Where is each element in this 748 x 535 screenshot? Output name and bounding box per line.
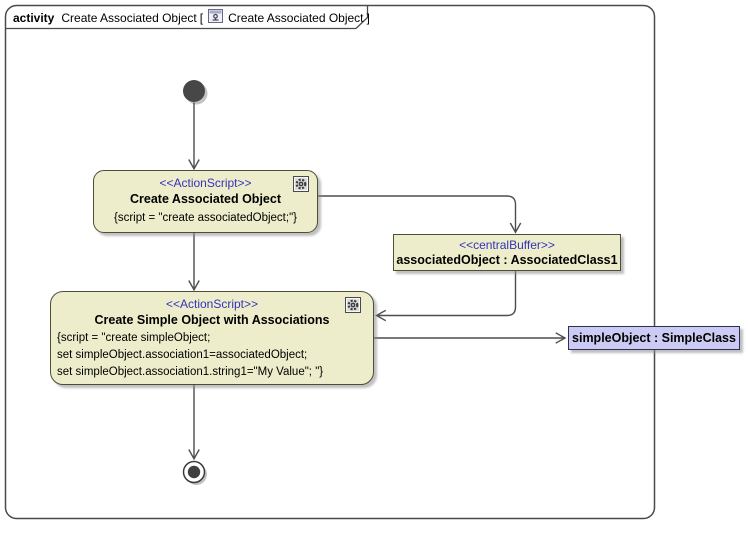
central-buffer-node[interactable]: <<centralBuffer>> associatedObject : Ass…	[393, 234, 621, 271]
diagram-frame[interactable]	[4, 4, 656, 520]
object-node-simple-object[interactable]: simpleObject : SimpleClass	[568, 326, 740, 350]
object-name: simpleObject : SimpleClass	[572, 331, 736, 345]
stereotype-label: <<ActionScript>>	[159, 176, 252, 190]
frame-close-bracket: ]	[366, 10, 370, 25]
behavior-gear-icon	[293, 176, 309, 197]
object-flow-buffer-to-action2[interactable]	[375, 271, 517, 322]
frame-name-pentagon	[5, 5, 369, 30]
arrowhead-down-icon	[188, 449, 200, 461]
action-name: Create Associated Object	[130, 192, 281, 206]
activity-diagram-icon	[208, 9, 224, 26]
action-script-line: set simpleObject.association1.string1="M…	[57, 366, 324, 378]
arrowhead-right-icon	[555, 332, 567, 344]
initial-node[interactable]	[183, 80, 208, 105]
object-flow-action2-to-object[interactable]	[374, 332, 567, 344]
frame-diagram-name-label: Create Associated Object	[228, 10, 364, 25]
buffer-name: associatedObject : AssociatedClass1	[396, 253, 618, 267]
object-flow-action1-to-buffer[interactable]	[318, 195, 522, 234]
stereotype-label: <<ActionScript>>	[165, 297, 259, 311]
frame-name-label: Create Associated Object	[61, 10, 197, 25]
behavior-gear-icon	[345, 297, 361, 318]
action-create-simple-object-with-associations[interactable]: <<ActionScript>> Create Simple Object wi…	[50, 291, 374, 385]
final-node[interactable]	[182, 460, 208, 486]
action-create-associated-object[interactable]: <<ActionScript>> Create Associated Objec…	[93, 170, 318, 233]
arrowhead-left-icon	[375, 309, 387, 322]
control-flow-action1-to-action2[interactable]	[188, 233, 200, 292]
action-name: Create Simple Object with Associations	[94, 313, 330, 327]
frame-kind-label: activity	[13, 10, 55, 25]
frame-open-bracket: [	[199, 10, 204, 25]
stereotype-label: <<centralBuffer>>	[459, 238, 555, 252]
control-flow-action2-to-final[interactable]	[188, 385, 200, 461]
action-script-line: set simpleObject.association1=associated…	[57, 349, 308, 361]
action-script-line: {script = "create simpleObject;	[57, 332, 211, 344]
frame-title: activity Create Associated Object [ Crea…	[13, 9, 370, 26]
arrowhead-down-icon	[188, 280, 200, 292]
control-flow-initial-to-action1[interactable]	[188, 102, 200, 171]
action-script-text: {script = "create associatedObject;"}	[114, 212, 297, 224]
arrowhead-down-icon	[188, 159, 200, 171]
arrowhead-down-icon	[509, 222, 522, 234]
